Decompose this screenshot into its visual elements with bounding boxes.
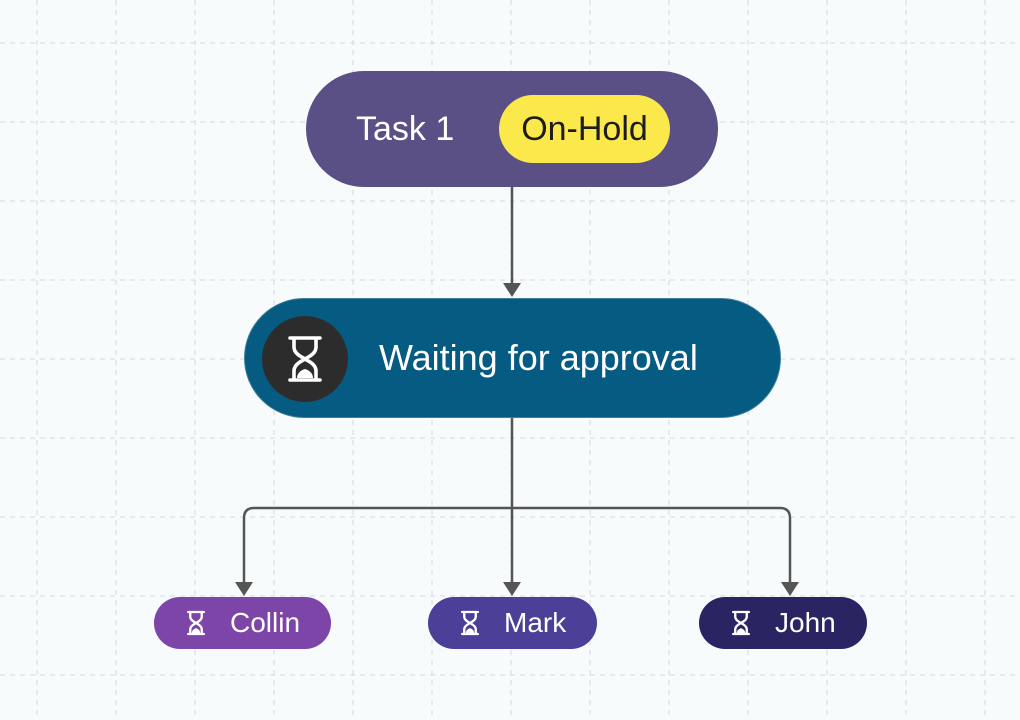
status-badge: On-Hold xyxy=(499,95,670,163)
arrowhead-john xyxy=(781,582,799,596)
hourglass-icon xyxy=(182,609,210,637)
connector-branch-collin xyxy=(242,506,512,583)
task-title: Task 1 xyxy=(356,110,455,148)
assignee-node-mark[interactable]: Mark xyxy=(428,597,597,649)
arrowhead-mark xyxy=(503,582,521,596)
waiting-label: Waiting for approval xyxy=(379,337,698,378)
assignee-name: John xyxy=(775,607,836,638)
arrowhead-waiting xyxy=(503,283,521,297)
arrowhead-collin xyxy=(235,582,253,596)
hourglass-icon xyxy=(262,316,348,402)
waiting-node[interactable]: Waiting for approval xyxy=(244,298,781,418)
assignee-node-collin[interactable]: Collin xyxy=(154,597,331,649)
task-node[interactable]: Task 1 On-Hold xyxy=(306,71,718,187)
connector-branch-john xyxy=(512,506,792,583)
hourglass-icon xyxy=(727,609,755,637)
hourglass-icon xyxy=(456,609,484,637)
assignee-name: Collin xyxy=(230,607,301,638)
assignee-node-john[interactable]: John xyxy=(699,597,867,649)
assignee-name: Mark xyxy=(504,607,567,638)
